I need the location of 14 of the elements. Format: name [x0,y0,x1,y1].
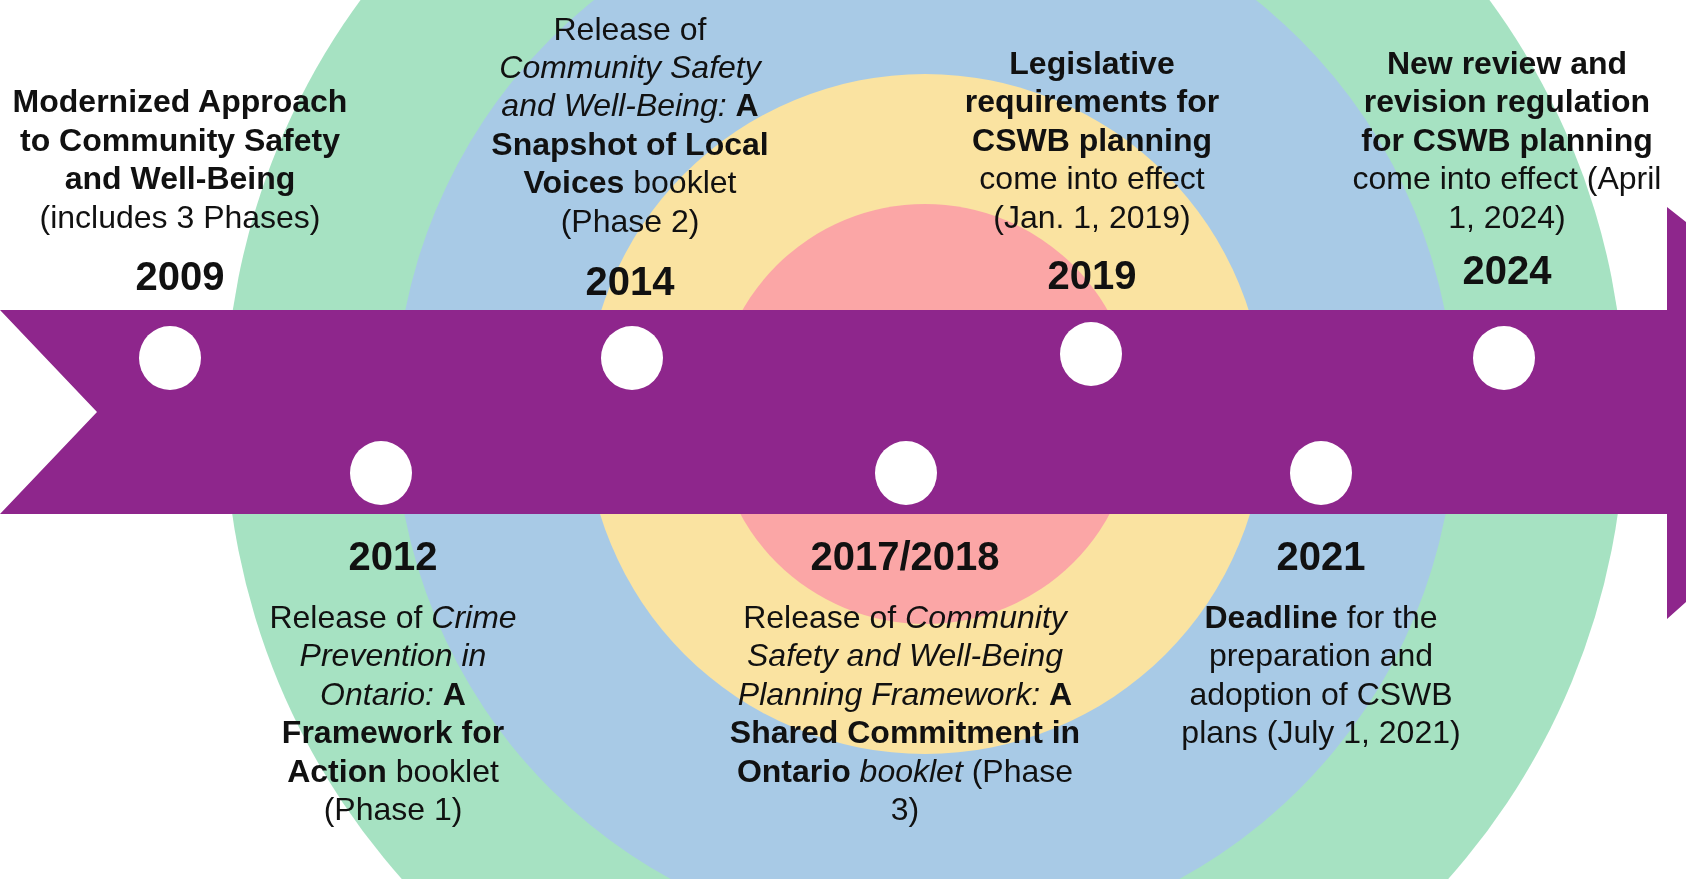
event-description: New review and revision regulation for CSWB planning come into effect (April 1, 2024) [1351,44,1663,236]
event-description: Modernized Approach to Community Safety and Well-Being (includes 3 Phases) [11,82,349,236]
event-description: Release of Crime Prevention in Ontario: A Framework for Action booklet (Phase 1) [268,598,518,829]
year-label: 2014 [585,259,675,304]
event-description: Release of Community Safety and Well-Being Planning Framework: A Shared Commitment in Ontario booklet (Phase 3) [728,598,1082,829]
year-label: 2024 [1462,248,1552,293]
event-description: Legislative requirements for CSWB planning come into effect (Jan. 1, 2019) [963,44,1221,236]
event-description: Deadline for the preparation and adoption of CSWB plans (July 1, 2021) [1181,598,1461,752]
year-label: 2012 [348,534,438,579]
event-description: Release of Community Safety and Well-Being: A Snapshot of Local Voices booklet (Phase 2) [490,9,770,240]
year-label: 2019 [1047,253,1137,298]
year-label: 2017/2018 [810,534,1000,579]
year-label: 2021 [1276,534,1366,579]
year-label: 2009 [135,254,225,299]
